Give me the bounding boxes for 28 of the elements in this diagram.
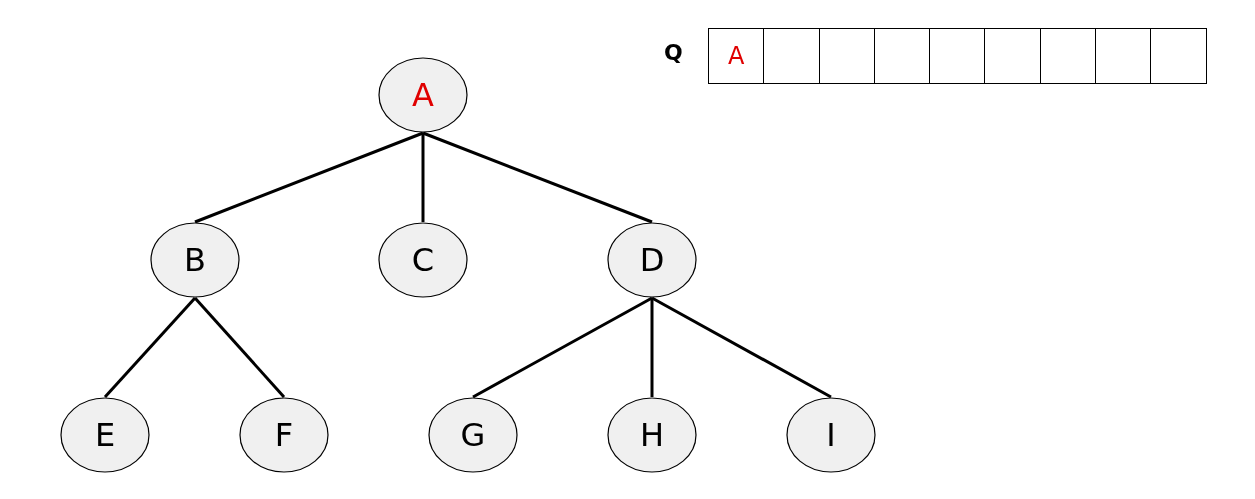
node-label: I <box>826 416 836 454</box>
node-label: H <box>639 416 665 454</box>
tree-node-circle <box>60 397 150 473</box>
tree-node-circle <box>239 397 329 473</box>
tree-edge <box>193 297 286 398</box>
node-label: A <box>412 76 434 114</box>
tree-node-circle <box>607 397 697 473</box>
tree-edge <box>422 131 653 224</box>
tree-node-circle <box>607 222 697 298</box>
tree-node-circle <box>378 57 468 133</box>
tree-node-circle <box>786 397 876 473</box>
tree-edge <box>421 133 425 222</box>
tree-edge <box>103 297 197 398</box>
tree-edge <box>651 296 832 399</box>
tree-edge <box>472 296 653 399</box>
queue-entry: A <box>727 42 745 70</box>
tree-edge <box>650 298 654 397</box>
node-label: C <box>411 241 435 279</box>
tree-node-circle <box>428 397 518 473</box>
tree-node-circle <box>150 222 240 298</box>
tree-edge <box>194 131 424 224</box>
tree-node-circle <box>378 222 468 298</box>
node-label: B <box>184 241 206 279</box>
node-label: F <box>274 416 294 454</box>
node-label: E <box>94 416 116 454</box>
node-label: D <box>639 241 665 279</box>
queue-label: Q <box>664 40 683 65</box>
node-label: G <box>460 416 486 454</box>
